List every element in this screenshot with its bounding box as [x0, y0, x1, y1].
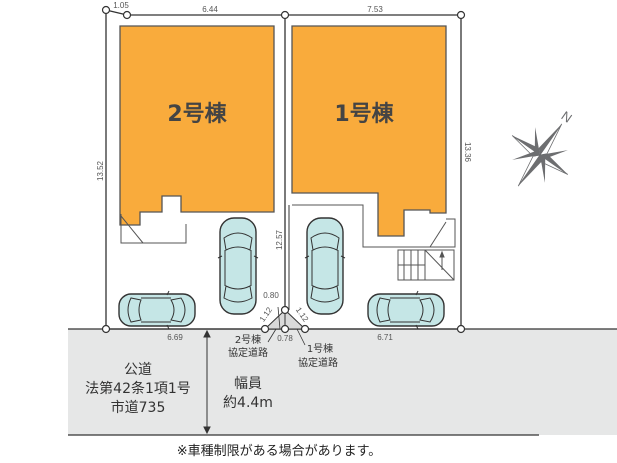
boundary-markers	[101, 5, 466, 334]
public-road	[68, 329, 617, 435]
dim-top-lot2: 6.44	[202, 5, 218, 14]
dim-top-left-short: 1.05	[113, 1, 129, 10]
road-type-line1: 公道	[124, 362, 152, 378]
dim-bottom-lot2: 6.69	[167, 333, 183, 342]
leader-lot2-road	[267, 328, 277, 343]
road-type-line2: 法第42条1項1号	[85, 380, 191, 397]
lot-boundary	[105, 9, 462, 330]
car-parking-2a	[118, 290, 196, 330]
leader-lot1-road	[296, 328, 306, 346]
building-2: 2号棟	[119, 25, 275, 244]
dim-right-side: 13.36	[463, 142, 472, 163]
building-1-label: 1号棟	[334, 101, 394, 127]
dim-shared-top: 0.80	[263, 291, 279, 300]
road-width-arrow	[203, 329, 211, 435]
compass-north-label: N	[559, 108, 575, 126]
lot1-agreement-road-label-1: 1号棟	[307, 342, 333, 355]
building-1: 1号棟	[291, 25, 456, 248]
building-2-label: 2号棟	[167, 101, 227, 127]
compass-icon: N	[511, 108, 575, 187]
lot1-agreement-road-label-2: 協定道路	[298, 356, 338, 369]
dim-shared-bottom: 0.78	[277, 334, 293, 343]
dim-top-lot1: 7.53	[367, 5, 383, 14]
dim-bottom-lot1: 6.71	[377, 333, 393, 342]
vehicle-restriction-note: ※車種制限がある場合があります。	[177, 443, 382, 459]
car-parking-1b	[367, 290, 445, 330]
exterior-stairs	[397, 249, 455, 281]
road-width-label: 幅員	[234, 376, 262, 392]
dim-middle-boundary: 12.57	[275, 229, 284, 250]
road-type-line3: 市道735	[111, 399, 166, 416]
lot2-agreement-road-label-2: 協定道路	[228, 346, 268, 359]
car-parking-1a	[304, 217, 346, 315]
dim-shared-left-diag: 1.12	[258, 305, 275, 323]
dim-left-side: 13.52	[96, 160, 105, 181]
car-parking-2b	[217, 217, 259, 315]
road-width-value: 約4.4m	[223, 395, 273, 411]
lot2-agreement-road-label-1: 2号棟	[235, 333, 261, 346]
